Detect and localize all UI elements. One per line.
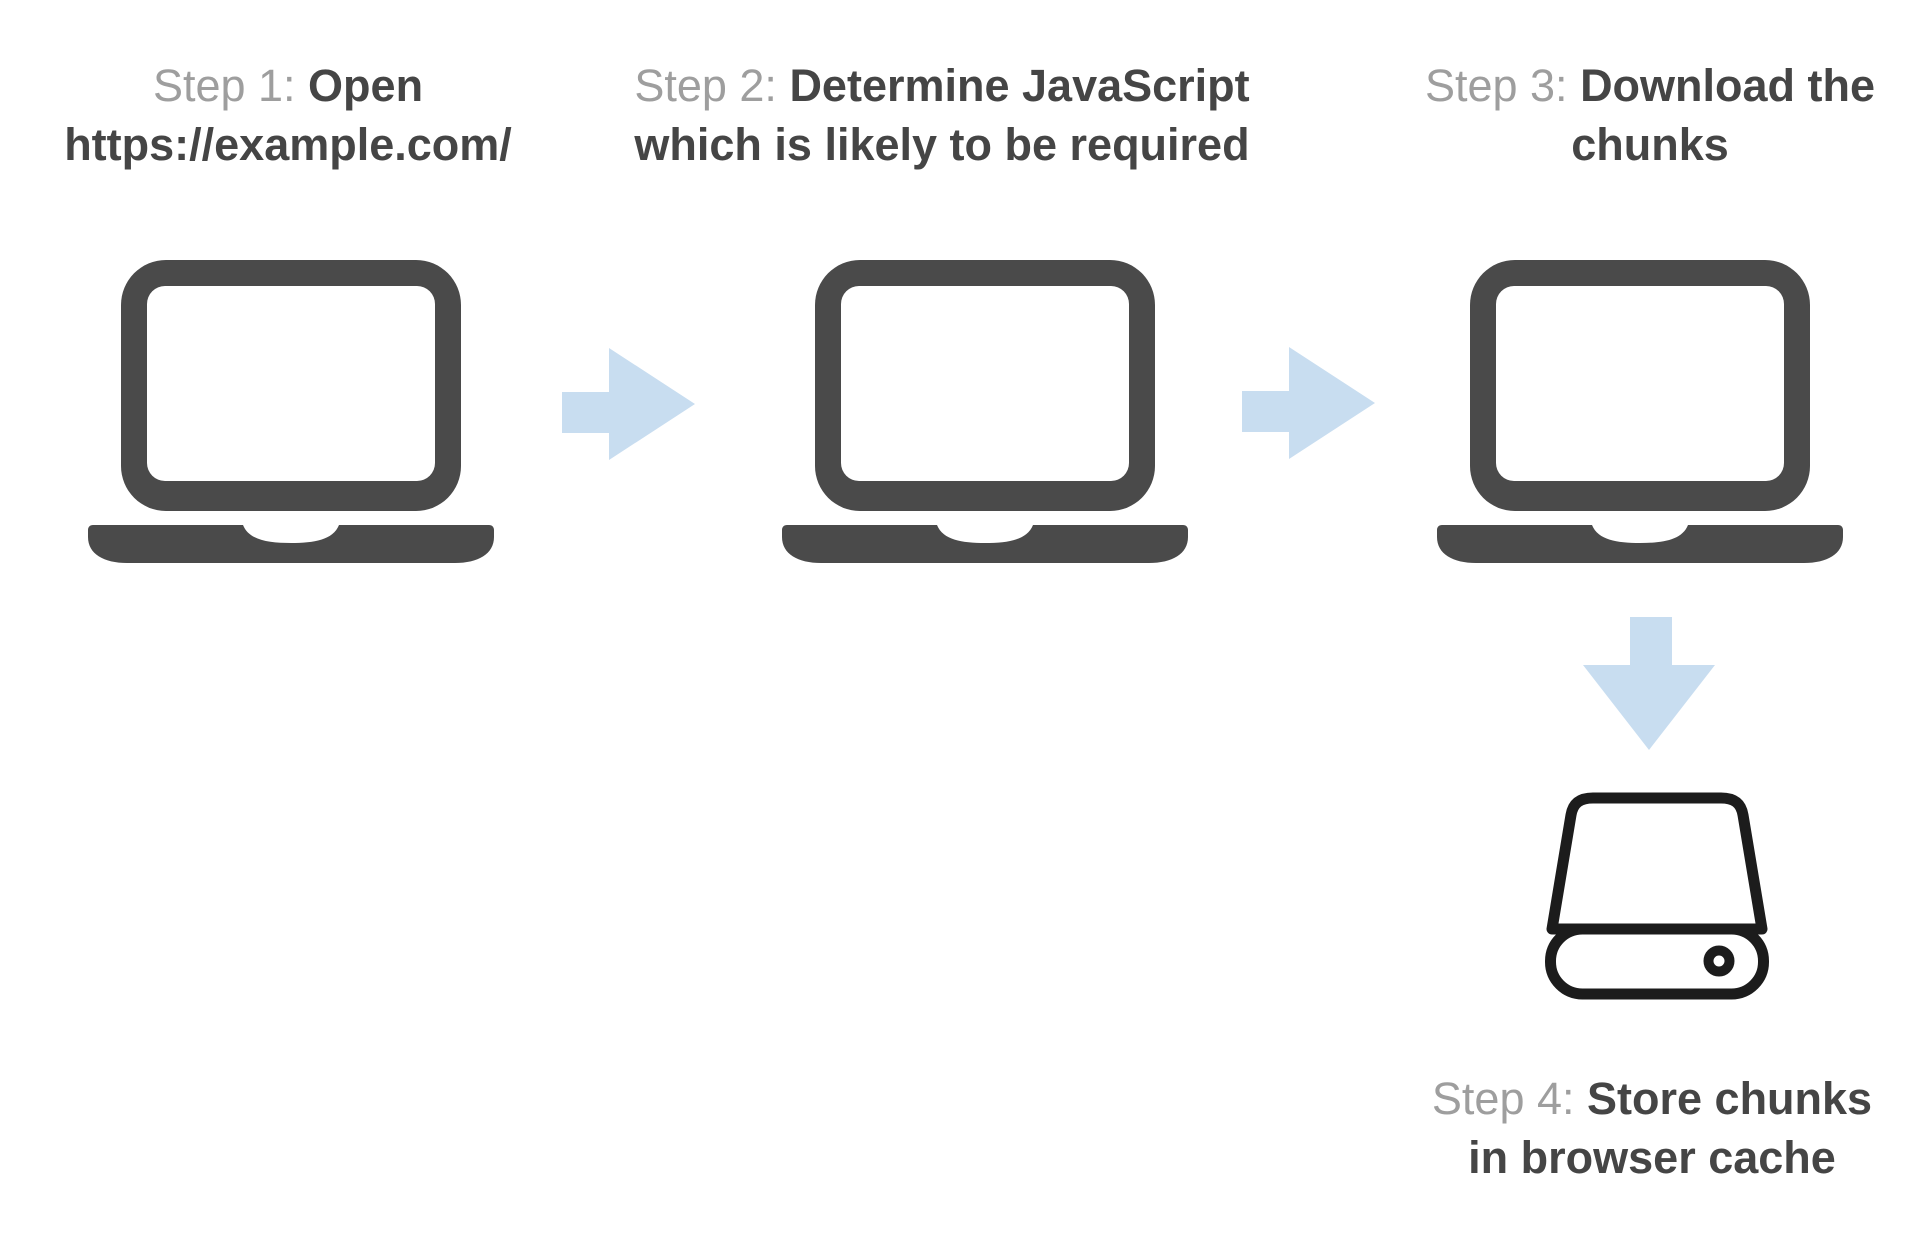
drive-body xyxy=(1546,792,1768,935)
laptop-base xyxy=(1437,525,1843,563)
laptop-screen xyxy=(841,286,1129,481)
step-2-title-line2: which is likely to be required xyxy=(634,119,1250,170)
laptop-icon xyxy=(782,260,1188,563)
step-1-caption: Step 1: Open https://example.com/ xyxy=(0,56,588,174)
step-4-label: Step 4: xyxy=(1431,1073,1588,1124)
step-2-caption: Step 2: Determine JavaScript which is li… xyxy=(582,56,1302,174)
step-4-caption: Step 4: Store chunks in browser cache xyxy=(1362,1069,1916,1187)
step-1-title-line1: Open xyxy=(308,60,424,111)
laptop-icon xyxy=(1437,260,1843,563)
laptop-base xyxy=(782,525,1188,563)
step-2-label: Step 2: xyxy=(634,60,790,111)
step-2-title-line1: Determine JavaScript xyxy=(789,60,1250,111)
step-4-title-line2: in browser cache xyxy=(1468,1132,1836,1183)
laptop-screen xyxy=(147,286,435,481)
hard-drive-icon xyxy=(1545,792,1769,1000)
drive-indicator-dot xyxy=(1703,945,1735,977)
arrow-right-icon xyxy=(1242,347,1375,459)
arrow-down-icon xyxy=(1583,617,1715,750)
laptop-base xyxy=(88,525,494,563)
step-1-title-line2: https://example.com/ xyxy=(64,119,512,170)
step-3-title-line1: Download the xyxy=(1580,60,1876,111)
drive-base xyxy=(1545,923,1769,1000)
step-3-caption: Step 3: Download the chunks xyxy=(1360,56,1916,174)
step-3-title-line2: chunks xyxy=(1571,119,1729,170)
step-4-title-line1: Store chunks xyxy=(1587,1073,1873,1124)
step-1-label: Step 1: xyxy=(152,60,309,111)
step-3-label: Step 3: xyxy=(1424,60,1581,111)
laptop-icon xyxy=(88,260,494,563)
arrow-right-icon xyxy=(562,348,695,460)
laptop-screen xyxy=(1496,286,1784,481)
